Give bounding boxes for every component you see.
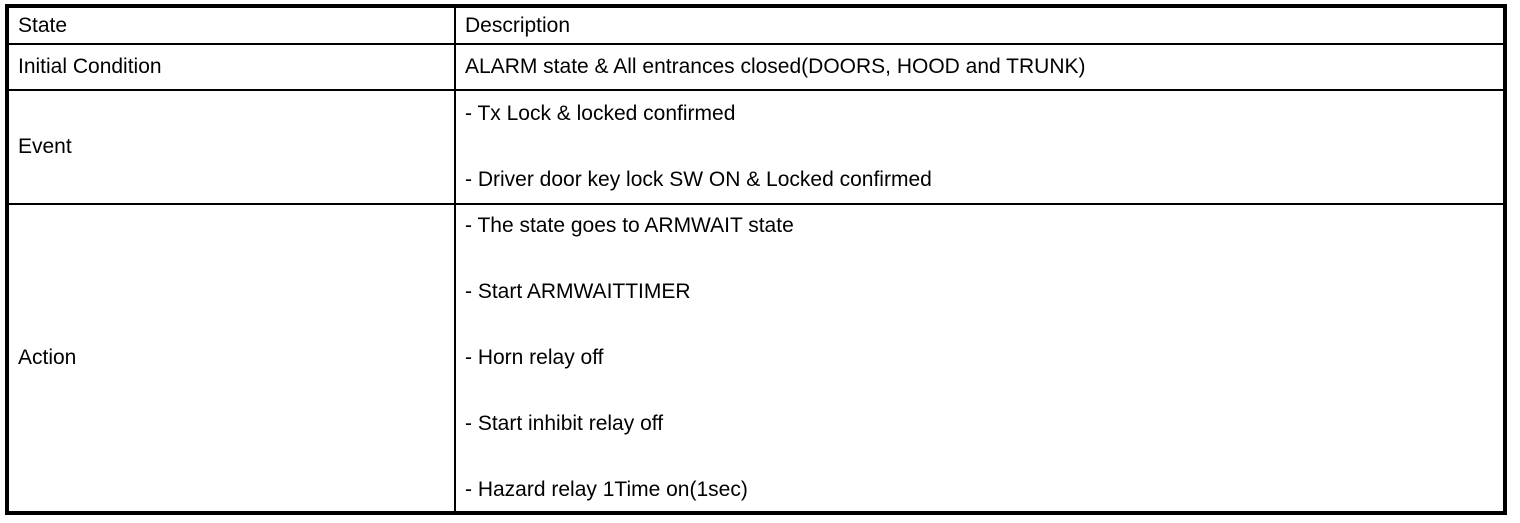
table-row: Initial Condition ALARM state & All entr… xyxy=(9,43,1503,89)
description-item: - Start ARMWAITTIMER xyxy=(465,280,691,303)
table-row: Action - The state goes to ARMWAIT state… xyxy=(9,203,1503,511)
row-event-description-cell: - Tx Lock & locked confirmed - Driver do… xyxy=(456,91,1503,203)
row-initial-condition-description-cell: ALARM state & All entrances closed(DOORS… xyxy=(456,45,1503,89)
table-header-row: State Description xyxy=(9,8,1503,43)
description-item: - Horn relay off xyxy=(465,346,604,369)
row-event-label: Event xyxy=(18,135,72,158)
description-item: - Hazard relay 1Time on(1sec) xyxy=(465,478,748,501)
row-action-description-cell: - The state goes to ARMWAIT state - Star… xyxy=(456,205,1503,511)
header-description-label: Description xyxy=(465,13,571,37)
table-row: Event - Tx Lock & locked confirmed - Dri… xyxy=(9,89,1503,203)
header-state-label: State xyxy=(18,13,68,37)
row-initial-condition-label: Initial Condition xyxy=(18,55,162,78)
header-description-cell: Description xyxy=(456,8,1503,43)
description-item: - Start inhibit relay off xyxy=(465,412,664,435)
row-action-label: Action xyxy=(18,346,77,369)
description-item: - Driver door key lock SW ON & Locked co… xyxy=(465,168,932,191)
state-description-table: State Description Initial Condition ALAR… xyxy=(5,4,1507,515)
row-event-state-cell: Event xyxy=(9,91,456,203)
header-state-cell: State xyxy=(9,8,456,43)
row-initial-condition-state-cell: Initial Condition xyxy=(9,45,456,89)
description-item: ALARM state & All entrances closed(DOORS… xyxy=(465,55,1086,78)
row-action-state-cell: Action xyxy=(9,205,456,511)
description-item: - The state goes to ARMWAIT state xyxy=(465,214,794,237)
description-item: - Tx Lock & locked confirmed xyxy=(465,102,736,125)
